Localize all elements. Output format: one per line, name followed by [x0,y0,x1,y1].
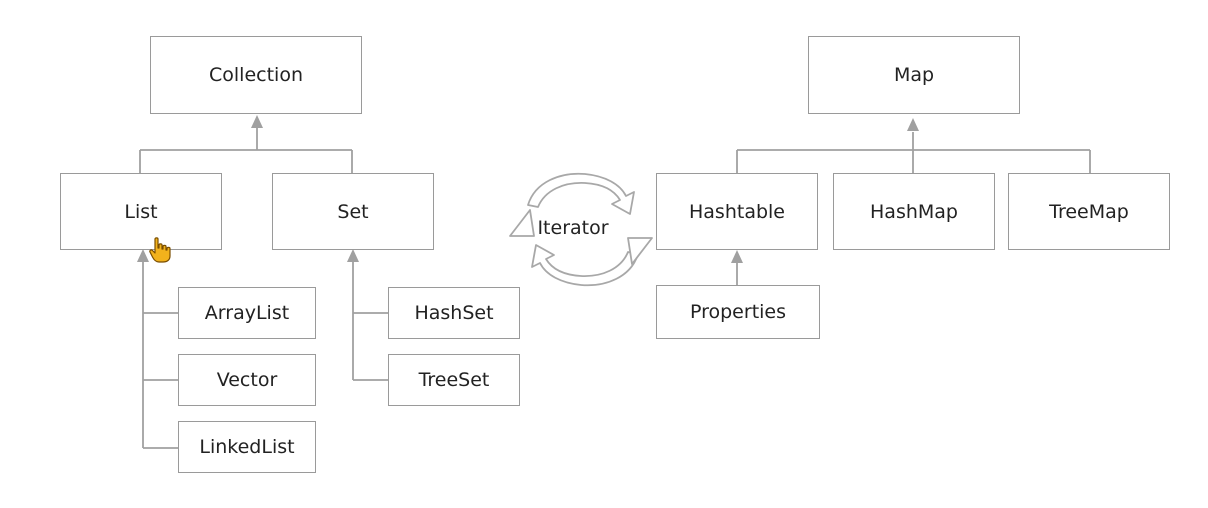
treemap-node: TreeMap [1008,173,1170,250]
collection-label: Collection [209,64,303,86]
hashtable-arrowhead [731,250,743,263]
hand-pointer-icon [149,237,171,263]
hashset-label: HashSet [414,302,494,324]
set-label: Set [337,200,369,223]
set-arrowhead [347,249,359,262]
collection-node: Collection [150,36,362,114]
set-node: Set [272,173,434,250]
map-arrowhead [907,118,919,131]
treeset-label: TreeSet [418,369,490,391]
hashset-node: HashSet [388,287,520,339]
iterator-label: Iterator [537,217,609,239]
hashtable-label: Hashtable [689,200,785,223]
list-node: List [60,173,222,250]
properties-node: Properties [656,285,820,339]
cycle-arrows-icon [509,172,653,287]
properties-label: Properties [689,301,787,323]
vector-node: Vector [178,354,316,406]
linkedlist-node: LinkedList [178,421,316,473]
map-label: Map [893,64,935,86]
list-arrowhead [137,249,149,262]
list-label: List [124,200,158,223]
arraylist-node: ArrayList [178,287,316,339]
arraylist-label: ArrayList [204,302,290,324]
hashmap-label: HashMap [870,200,958,223]
map-node: Map [808,36,1020,114]
treemap-label: TreeMap [1049,200,1129,223]
linkedlist-label: LinkedList [199,436,295,458]
hashtable-node: Hashtable [656,173,818,250]
hashmap-node: HashMap [833,173,995,250]
collection-arrowhead [251,115,263,128]
treeset-node: TreeSet [388,354,520,406]
vector-label: Vector [216,369,278,391]
